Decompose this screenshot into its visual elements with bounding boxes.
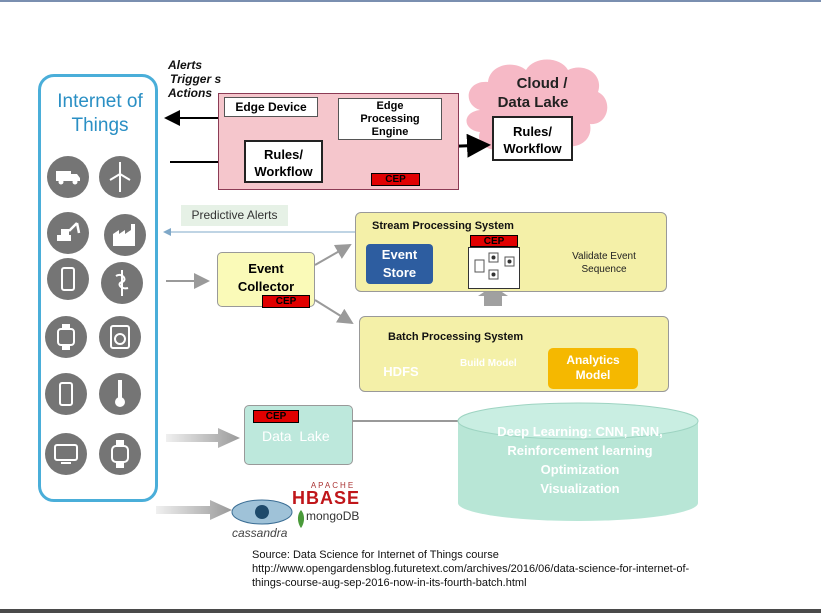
top-border <box>0 0 821 2</box>
wind-turbine-icon <box>99 156 141 198</box>
source-citation: Source: Data Science for Internet of Thi… <box>252 548 812 590</box>
cloud-title-line-1: Cloud / <box>516 75 568 92</box>
deep-learning-text: Deep Learning: CNN, RNN, Reinforcement l… <box>462 422 698 498</box>
deep-line-2: Reinforcement learning <box>507 443 653 458</box>
cloud-title: Cloud / Data Lake <box>497 74 587 112</box>
event-store-box: Event Store <box>366 244 433 284</box>
engine-line-1: Edge <box>376 100 404 112</box>
collector-to-stream-arrow <box>314 244 352 266</box>
wristband-icon <box>99 433 141 475</box>
edge-rules-line-1: Rules/ <box>263 147 303 162</box>
excavator-icon <box>47 212 89 254</box>
edge-processing-engine-box: Edge Processing Engine <box>338 98 442 140</box>
edge-rules-line-2: Workflow <box>254 164 313 179</box>
cep-processor-box <box>468 247 520 289</box>
smartwatch-icon <box>45 316 87 358</box>
source-line-1: Source: Data Science for Internet of Thi… <box>252 549 499 561</box>
edge-device-box: Edge Device <box>224 97 318 117</box>
apache-label: APACHE <box>310 481 356 490</box>
thermometer-icon <box>99 373 141 415</box>
cassandra-logo <box>231 499 293 525</box>
analytics-line-2: Model <box>575 368 611 382</box>
collector-line-2: Collector <box>237 279 295 294</box>
cloud-rules-workflow-box: Rules/ Workflow <box>492 116 573 161</box>
batch-title: Batch Processing System <box>388 331 524 343</box>
cep-nodes <box>474 252 515 280</box>
iot-to-lake-arrow <box>166 428 240 448</box>
iot-title: Internet of Things <box>57 91 143 136</box>
deep-line-3: Optimization <box>540 462 620 477</box>
build-model-label: Build Model <box>460 358 517 369</box>
validate-event-sequence: Validate Event Sequence <box>560 250 648 276</box>
deep-line-1: Deep Learning: CNN, RNN, <box>497 424 663 439</box>
medical-icon <box>101 262 143 304</box>
source-url-line-1: http://www.opengardensblog.futuretext.co… <box>252 563 690 575</box>
cassandra-label: cassandra <box>232 526 288 540</box>
alerts-label: Alerts Trigger s Actions <box>168 58 258 100</box>
mongodb-leaf-icon <box>297 510 305 528</box>
cloud-title-line-2: Data Lake <box>497 94 569 111</box>
collector-cep-badge: CEP <box>262 295 310 308</box>
alerts-line-2: Trigger s <box>170 72 222 86</box>
validate-line-1: Validate Event <box>572 251 636 262</box>
iot-panel <box>38 74 158 502</box>
smartphone-icon <box>47 258 89 300</box>
deep-line-4: Visualization <box>540 481 620 496</box>
tv-icon <box>45 433 87 475</box>
hbase-logo: HBASE <box>292 488 361 508</box>
deep-learning-cylinder <box>457 402 699 521</box>
alerts-line-3: Actions <box>168 86 213 100</box>
event-store-line-1: Event <box>381 247 418 262</box>
truck-icon <box>47 156 89 198</box>
bottom-border <box>0 609 821 613</box>
analytics-model-box: Analytics Model <box>548 348 638 389</box>
edge-cep-badge: CEP <box>371 173 420 186</box>
engine-line-2: Processing <box>360 113 420 125</box>
washing-machine-icon <box>99 316 141 358</box>
iot-to-storage-arrow <box>156 500 232 520</box>
lake-cep-badge: CEP <box>253 410 299 423</box>
cloud-rules-line-2: Workflow <box>503 141 562 156</box>
collector-to-batch-arrow <box>314 299 354 325</box>
analytics-line-1: Analytics <box>566 353 620 367</box>
validate-line-2: Sequence <box>581 264 627 275</box>
data-lake-label: Data Lake <box>262 428 330 444</box>
collector-line-1: Event <box>248 261 284 276</box>
phone-icon <box>45 373 87 415</box>
engine-line-3: Engine <box>371 126 409 138</box>
cloud-rules-line-1: Rules/ <box>512 124 552 139</box>
factory-icon <box>104 214 146 256</box>
mongodb-logo: mongoDB <box>306 509 360 523</box>
hdfs-label: HDFS <box>383 364 419 379</box>
predictive-alerts-label: Predictive Alerts <box>181 205 288 226</box>
event-store-line-2: Store <box>382 265 417 280</box>
stream-title: Stream Processing System <box>372 220 514 232</box>
alerts-line-1: Alerts <box>168 58 203 72</box>
source-url-line-2: things-course-aug-sep-2016-now-in-its-fo… <box>252 577 527 589</box>
stream-cep-badge: CEP <box>470 235 518 247</box>
edge-rules-workflow-box: Rules/ Workflow <box>244 140 323 183</box>
